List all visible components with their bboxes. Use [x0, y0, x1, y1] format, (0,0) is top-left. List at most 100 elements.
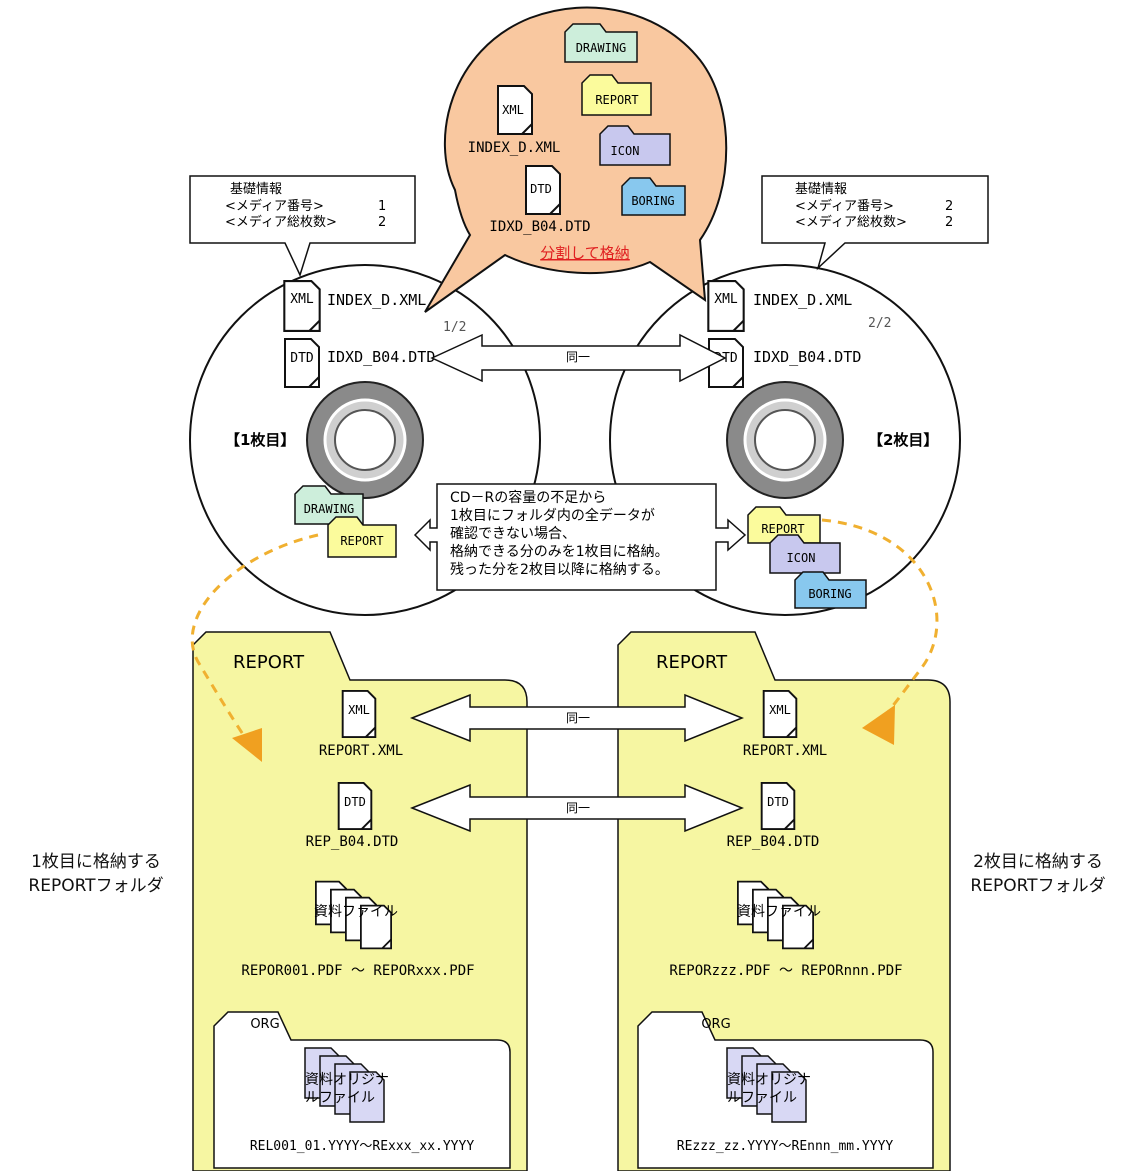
svg-text:REPORT: REPORT [761, 522, 804, 536]
bubble-report-folder: REPORT [581, 74, 652, 116]
left-info-line1-value: 1 [378, 199, 386, 214]
svg-text:同一: 同一 [566, 801, 590, 815]
bubble-xml-filename: INDEX_D.XML [468, 140, 561, 156]
left-xml-filename: REPORT.XML [319, 743, 403, 759]
right-dtd-filename: REP_B04.DTD [727, 834, 820, 850]
svg-text:DRAWING: DRAWING [576, 41, 627, 55]
note-line3: 確認できない場合、 [450, 526, 576, 542]
svg-text:DTD: DTD [767, 795, 789, 809]
right-info-title: 基礎情報 [795, 182, 847, 197]
disc1-label: 【1枚目】 [225, 431, 295, 449]
disc-same-arrow: 同一 [430, 333, 727, 383]
right-info-box: 基礎情報 <メディア番号> 2 <メディア総枚数> 2 [761, 175, 989, 271]
bubble-icon-folder: ICON [599, 125, 671, 166]
svg-text:ORG: ORG [250, 1017, 279, 1032]
svg-text:XML: XML [348, 703, 370, 717]
disc1-dtd-filename: IDXD_B04.DTD [327, 348, 435, 366]
svg-text:XML: XML [290, 292, 314, 307]
left-info-line1-label: <メディア番号> [225, 198, 324, 214]
svg-text:XML: XML [502, 103, 524, 117]
bubble-dtd-file-icon: DTD [525, 165, 561, 215]
left-docs-icon: 資料ファイル [314, 880, 398, 950]
dtd-same-arrow: 同一 [409, 783, 745, 833]
disc1-page: 1/2 [443, 320, 466, 335]
bubble-dtd-filename: IDXD_B04.DTD [489, 219, 590, 235]
svg-text:ICON: ICON [611, 144, 640, 158]
disc2-boring-folder: BORING [794, 571, 867, 609]
right-xml-file-icon: XML [762, 690, 798, 738]
left-dashed-arrow [190, 533, 319, 762]
svg-text:ICON: ICON [787, 551, 816, 565]
left-org-range: REL001_01.YYYY～RExxx_xx.YYYY [250, 1139, 474, 1154]
right-side-label-line2: REPORTフォルダ [970, 876, 1106, 896]
left-org-docs-icon: 資料オリジナ ルファイル [304, 1047, 389, 1123]
left-side-label: 1枚目に格納する REPORTフォルダ [6, 850, 186, 898]
left-info-line2-label: <メディア総枚数> [225, 214, 337, 230]
note-line1: CD－Rの容量の不足から [450, 489, 606, 506]
disc2-icon-folder: ICON [769, 534, 841, 574]
disc2-label: 【2枚目】 [868, 431, 938, 449]
note-line5: 残った分を2枚目以降に格納する。 [450, 562, 669, 578]
right-org-docs-icon: 資料オリジナ ルファイル [726, 1047, 811, 1123]
svg-text:REPORT: REPORT [340, 534, 383, 548]
disc2-page: 2/2 [868, 316, 891, 331]
disc1-dtd-file-icon: DTD [283, 338, 321, 388]
svg-text:資料ファイル: 資料ファイル [314, 904, 398, 920]
disc2-xml-filename: INDEX_D.XML [753, 291, 852, 309]
right-info-line1-value: 2 [945, 199, 953, 214]
disc2-xml-file-icon: XML [707, 280, 745, 332]
right-info-line2-label: <メディア総枚数> [795, 214, 907, 230]
left-folder-title: REPORT [233, 652, 305, 673]
left-dtd-file-icon: DTD [337, 782, 373, 830]
right-docs-range: REPORzzz.PDF ～ REPORnnn.PDF [669, 963, 902, 979]
svg-text:資料オリジナ: 資料オリジナ [727, 1072, 811, 1088]
left-info-box: 基礎情報 <メディア番号> 1 <メディア総枚数> 2 [189, 175, 416, 278]
svg-text:DTD: DTD [344, 795, 366, 809]
svg-text:DTD: DTD [290, 351, 314, 366]
svg-text:REPORT: REPORT [595, 93, 638, 107]
note-line4: 格納できる分のみを1枚目に格納。 [450, 544, 669, 560]
right-side-label-line1: 2枚目に格納する [973, 852, 1103, 872]
right-info-line1-label: <メディア番号> [795, 198, 894, 214]
right-org-range: REzzz_zz.YYYY～REnnn_mm.YYYY [677, 1139, 894, 1154]
disc1-report-folder: REPORT [327, 516, 397, 558]
right-info-line2-value: 2 [945, 215, 953, 230]
right-docs-icon: 資料ファイル [737, 880, 821, 950]
note-line2: 1枚目にフォルダ内の全データが [450, 507, 655, 524]
xml-same-arrow: 同一 [409, 693, 745, 743]
left-docs-range: REPOR001.PDF ～ REPORxxx.PDF [241, 963, 474, 979]
disc1-xml-file-icon: XML [283, 280, 321, 332]
svg-text:資料オリジナ: 資料オリジナ [305, 1072, 389, 1088]
left-side-label-line2: REPORTフォルダ [28, 876, 164, 896]
left-xml-file-icon: XML [341, 690, 377, 738]
left-dtd-filename: REP_B04.DTD [306, 834, 399, 850]
right-side-label: 2枚目に格納する REPORTフォルダ [952, 850, 1124, 898]
svg-text:ルファイル: ルファイル [727, 1090, 797, 1106]
disc1-xml-filename: INDEX_D.XML [327, 291, 426, 309]
bubble-xml-file-icon: XML [497, 85, 533, 135]
svg-text:ルファイル: ルファイル [305, 1090, 375, 1106]
right-dashed-arrow [821, 518, 939, 745]
svg-text:ORG: ORG [701, 1017, 730, 1032]
svg-text:同一: 同一 [566, 711, 590, 725]
right-xml-filename: REPORT.XML [743, 743, 827, 759]
note-box: CD－Rの容量の不足から 1枚目にフォルダ内の全データが 確認できない場合、 格… [413, 483, 747, 591]
svg-text:DRAWING: DRAWING [304, 502, 355, 516]
left-info-line2-value: 2 [378, 215, 386, 230]
svg-text:同一: 同一 [566, 350, 590, 364]
svg-text:BORING: BORING [808, 587, 851, 601]
svg-text:BORING: BORING [631, 194, 674, 208]
right-dtd-file-icon: DTD [760, 782, 796, 830]
svg-text:XML: XML [769, 703, 791, 717]
disc2-dtd-filename: IDXD_B04.DTD [753, 348, 861, 366]
disc1-drawing-folder: DRAWING [294, 485, 364, 525]
bubble-drawing-folder: DRAWING [564, 23, 638, 63]
split-caption: 分割して格納 [540, 244, 630, 262]
svg-text:資料ファイル: 資料ファイル [737, 904, 821, 920]
bubble-boring-folder: BORING [621, 177, 686, 216]
disc2-report-folder: REPORT [747, 506, 821, 544]
left-side-label-line1: 1枚目に格納する [31, 852, 161, 872]
left-info-title: 基礎情報 [230, 182, 282, 197]
right-folder-title: REPORT [656, 652, 728, 673]
